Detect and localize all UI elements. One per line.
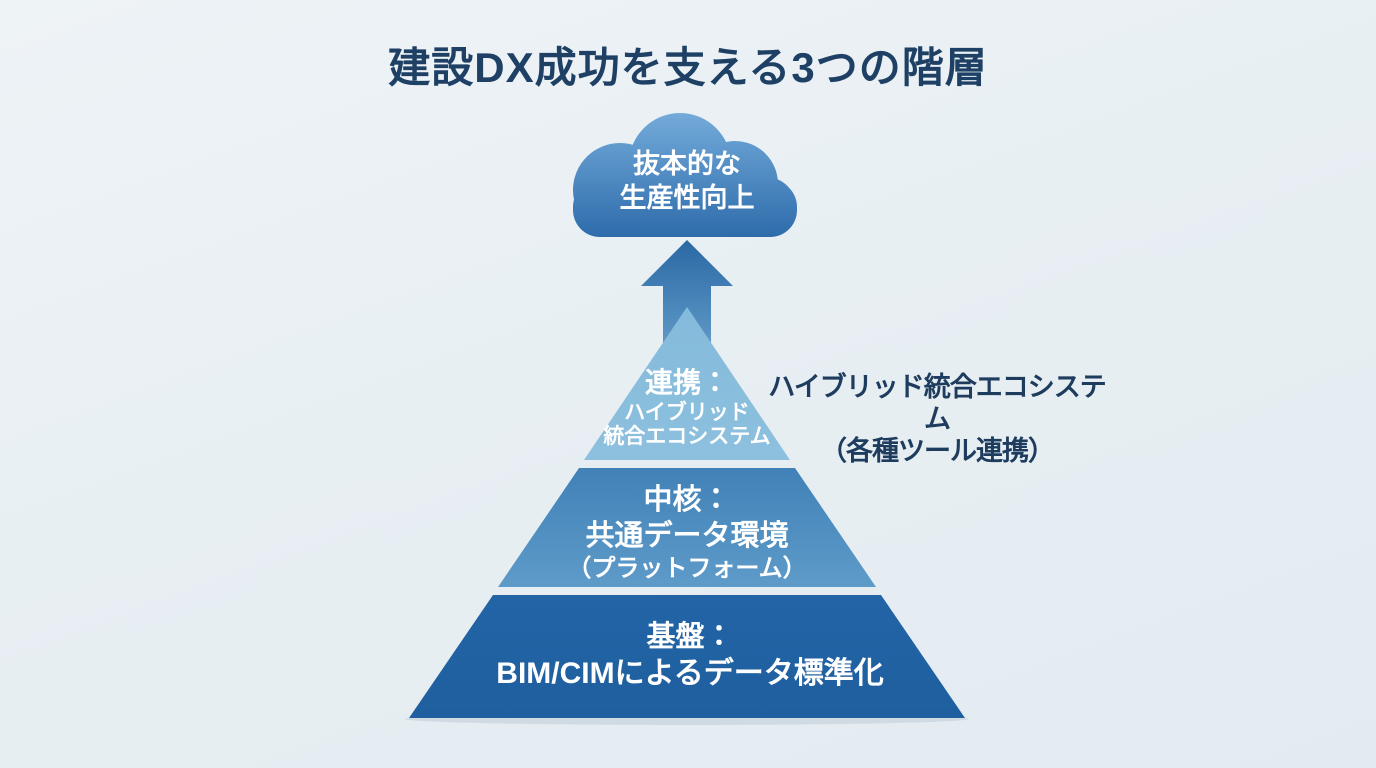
pyramid-tier-bottom-shape — [409, 595, 965, 718]
diagram-title: 建設DX成功を支える3つの階層 — [388, 44, 988, 91]
tier-top-label: 連携： ハイブリッド 統合エコシステム — [562, 364, 812, 449]
tier-bottom-heading: 基盤： — [646, 621, 734, 653]
cloud-goal-line1: 抜本的な — [633, 149, 741, 179]
pyramid-tier-middle-shape — [498, 468, 876, 587]
tier-top-line2: 統合エコシステム — [603, 425, 771, 448]
cloud-shape — [573, 113, 797, 237]
side-annotation-line1: ハイブリッド統合エコシステム — [768, 372, 1106, 434]
tier-middle-heading: 中核： — [643, 484, 731, 516]
tier-middle-line2: （プラットフォーム） — [567, 555, 807, 582]
cloud-goal-line2: 生産性向上 — [619, 183, 755, 213]
side-annotation-line2: （各種ツール連携） — [820, 436, 1055, 466]
tier-top-heading: 連携： — [644, 367, 729, 398]
tier-middle-label: 中核： 共通データ環境 （プラットフォーム） — [537, 482, 837, 583]
tier-top-line1: ハイブリッド — [624, 401, 750, 424]
tier-middle-line1: 共通データ環境 — [585, 520, 789, 552]
tier-bottom-line1: BIM/CIMによるデータ標準化 — [496, 657, 884, 690]
tier-bottom-label: 基盤： BIM/CIMによるデータ標準化 — [440, 618, 940, 692]
pyramid-tier-top-shape — [584, 307, 790, 460]
cloud-goal-label: 抜本的な 生産性向上 — [561, 147, 813, 215]
side-annotation: ハイブリッド統合エコシステム （各種ツール連携） — [757, 371, 1117, 467]
